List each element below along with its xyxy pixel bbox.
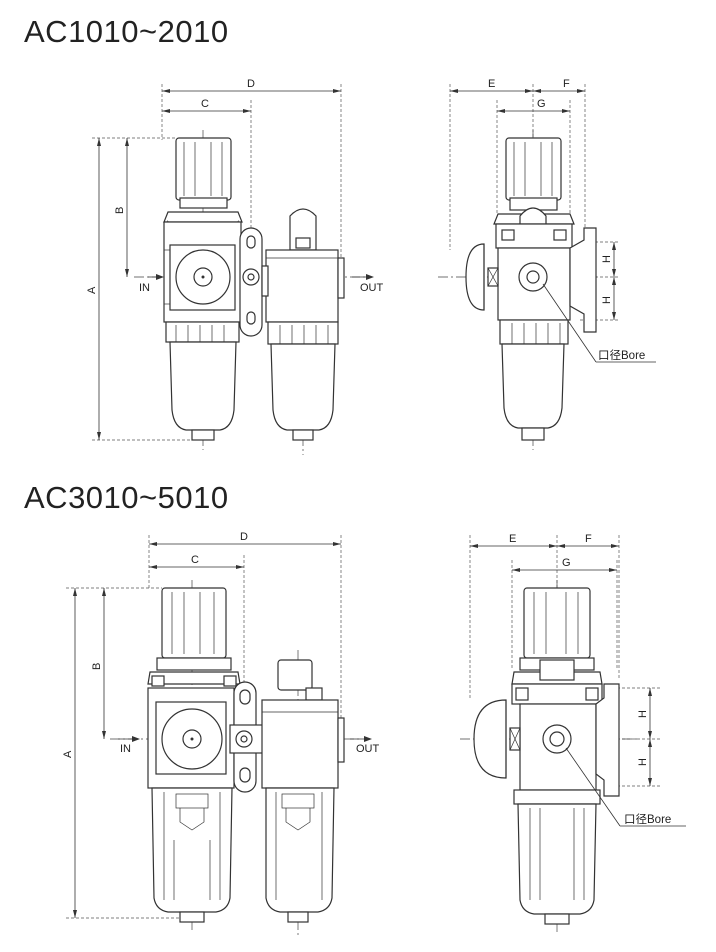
title-ac3010-5010: AC3010~5010 xyxy=(24,480,229,515)
dim-label-f-top: F xyxy=(563,78,570,90)
dim-label-e-bottom: E xyxy=(509,533,516,545)
dim-label-d: D xyxy=(247,78,255,90)
port-in-label-top: IN xyxy=(139,282,150,294)
port-out-label-bottom: OUT xyxy=(356,743,380,755)
dim-label-d-bottom: D xyxy=(240,531,248,543)
bottom-side-view: E F G H H xyxy=(460,533,686,935)
top-front-view: D C A B xyxy=(86,78,374,455)
bore-label-bottom: 口径Bore xyxy=(624,813,671,826)
dim-label-h2-bottom: H xyxy=(637,758,649,766)
bore-label-top: 口径Bore xyxy=(598,349,645,362)
bottom-front-view: D C A B xyxy=(62,531,372,935)
dim-label-c: C xyxy=(201,98,209,110)
top-side-view: E F G H H xyxy=(438,78,656,450)
dim-label-b-bottom: B xyxy=(91,663,103,670)
dim-label-g-top: G xyxy=(537,98,546,110)
dim-label-a: A xyxy=(86,286,98,294)
dim-label-c-bottom: C xyxy=(191,554,199,566)
port-in-label-bottom: IN xyxy=(120,743,131,755)
dim-label-b: B xyxy=(114,207,126,214)
title-ac1010-2010: AC1010~2010 xyxy=(24,14,229,49)
port-out-label-top: OUT xyxy=(360,282,384,294)
dim-label-h2-top: H xyxy=(601,296,613,304)
dim-label-g-bottom: G xyxy=(562,557,571,569)
dim-label-h1-top: H xyxy=(601,255,613,263)
dim-label-e-top: E xyxy=(488,78,495,90)
dim-label-h1-bottom: H xyxy=(637,710,649,718)
dim-label-a-bottom: A xyxy=(62,750,74,758)
dim-label-f-bottom: F xyxy=(585,533,592,545)
